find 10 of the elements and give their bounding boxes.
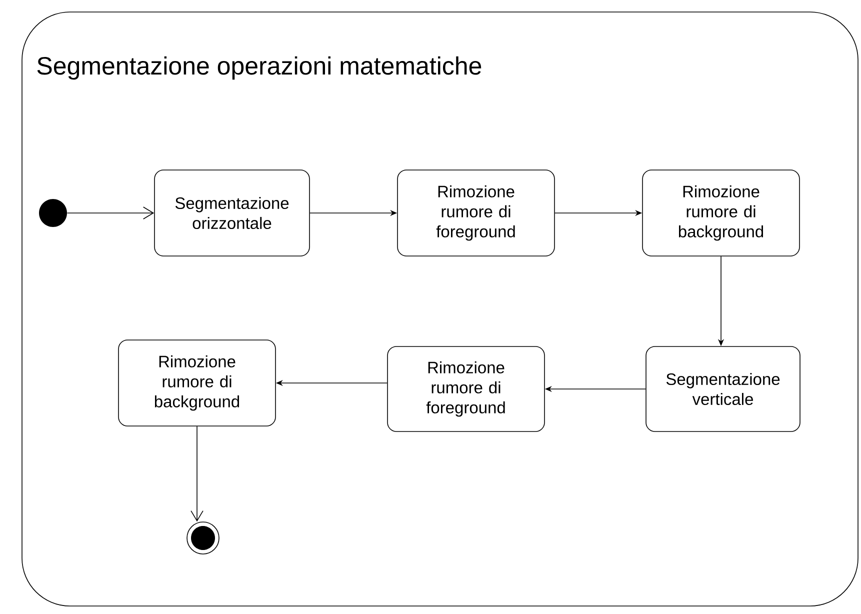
arrow — [66, 206, 154, 220]
state-box: Segmentazione orizzontale — [154, 170, 310, 256]
final-state — [186, 522, 220, 554]
state-box: Segmentazione verticale — [646, 346, 800, 432]
arrow — [190, 426, 204, 522]
state-box: Rimozione rumore di foreground — [387, 346, 545, 432]
state-box: Rimozione rumore di background — [118, 340, 276, 426]
initial-state — [39, 199, 67, 227]
state-box: Rimozione rumore di background — [642, 170, 800, 256]
state-box: Rimozione rumore di foreground — [397, 170, 555, 256]
